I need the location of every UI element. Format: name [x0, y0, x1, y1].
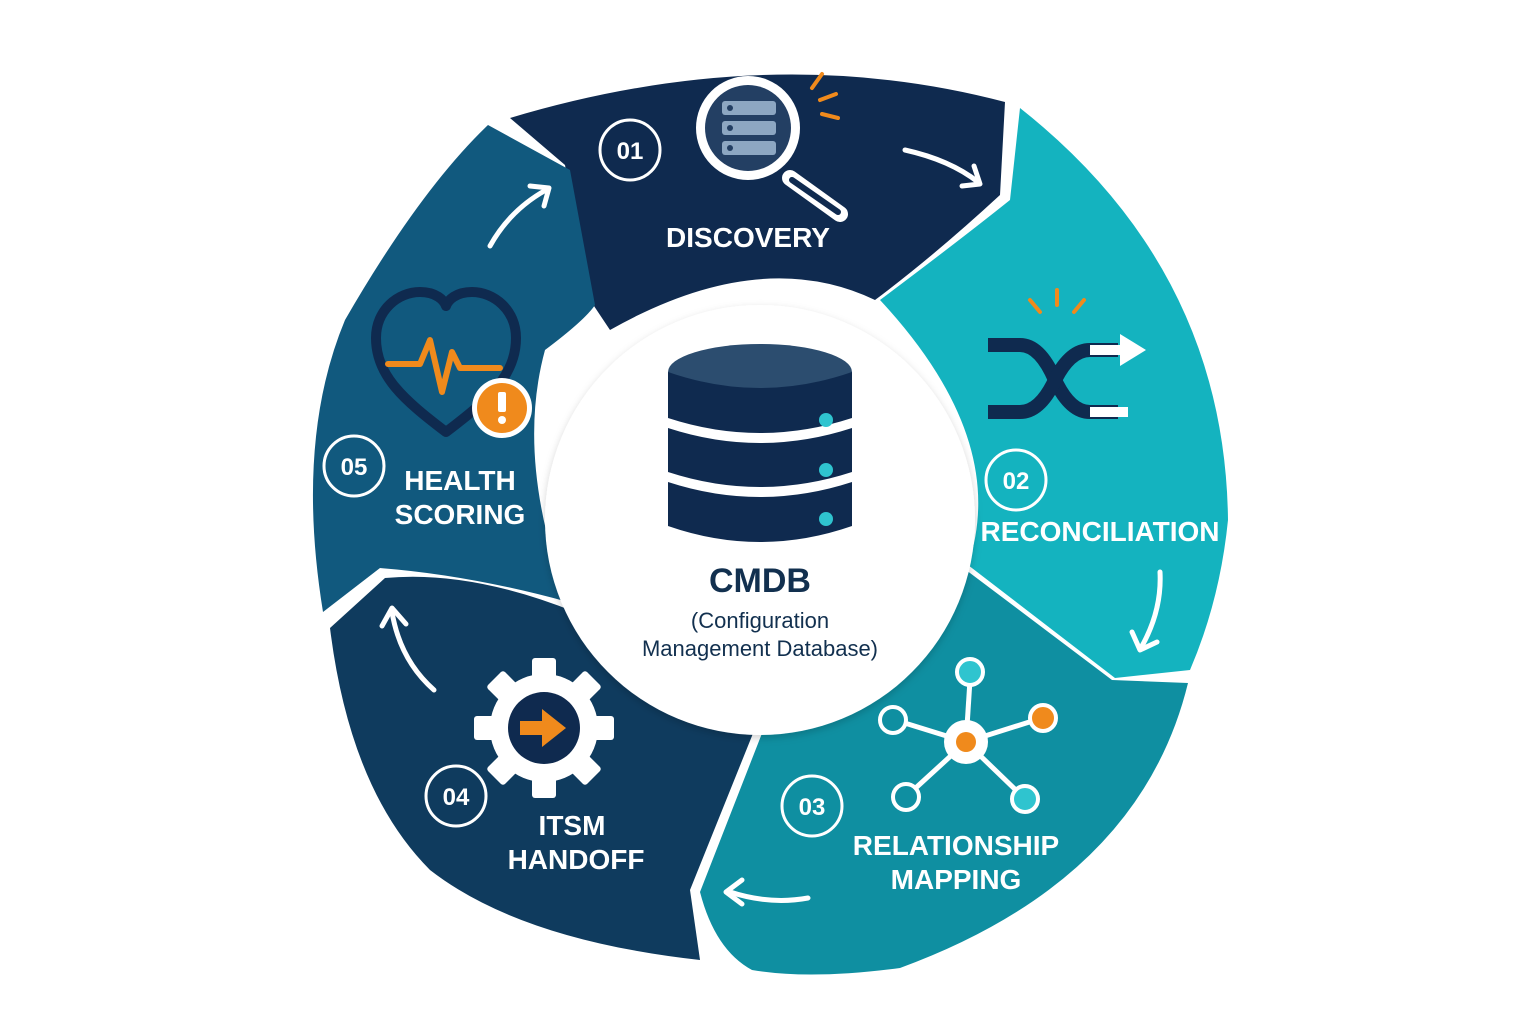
arrow-scoring-to-discovery	[487, 183, 552, 249]
center-subtitle-line1: (Configuration	[691, 608, 829, 633]
heart-pulse-alert-icon	[371, 287, 532, 438]
step-label-line: ITSM	[539, 810, 606, 841]
segment-discovery	[510, 74, 1005, 330]
segment-relationship-mapping	[700, 570, 1188, 975]
step-label-line: SCORING	[395, 499, 526, 530]
step-number-badge	[780, 774, 844, 838]
step-label-line: RELATIONSHIP	[853, 830, 1059, 861]
shuffle-merge-icon	[988, 288, 1146, 419]
segment-health-scoring	[312, 125, 595, 612]
magnifier-server-icon	[696, 72, 848, 222]
step-number-badge	[598, 118, 662, 182]
step-number-badge	[322, 434, 386, 498]
database-server-icon	[668, 344, 852, 542]
arrow-discovery-to-reconciliation	[902, 147, 983, 189]
arrow-reconciliation-to-mapping	[1129, 569, 1163, 653]
center-subtitle-line2: Management Database)	[642, 636, 878, 661]
step-label-line: DISCOVERY	[666, 222, 830, 253]
flow-arrows	[379, 147, 1163, 907]
step-number-badge	[984, 448, 1048, 512]
step-label-line: MAPPING	[891, 864, 1022, 895]
center-title: CMDB	[709, 562, 811, 600]
network-nodes-icon	[878, 657, 1058, 814]
step-itsm-handoff: 04 ITSM HANDOFF	[424, 658, 645, 875]
step-health-scoring: 05 HEALTH SCORING	[322, 287, 532, 530]
step-number-badge	[424, 764, 488, 828]
step-discovery: 01 DISCOVERY	[598, 72, 848, 253]
step-label-line: HANDOFF	[508, 844, 645, 875]
arrow-handoff-to-scoring	[379, 605, 437, 693]
arrow-mapping-to-handoff	[723, 877, 811, 907]
step-relationship-mapping: 03 RELATIONSHIP MAPPING	[780, 657, 1059, 895]
step-label-line: HEALTH	[404, 465, 515, 496]
step-number: 05	[341, 454, 368, 481]
step-number: 04	[443, 784, 470, 811]
gear-arrow-icon	[474, 658, 614, 798]
step-number: 03	[799, 794, 826, 821]
step-number: 01	[617, 138, 644, 165]
step-label-line: RECONCILIATION	[980, 516, 1219, 547]
step-number: 02	[1003, 468, 1030, 495]
step-reconciliation: 02 RECONCILIATION	[980, 288, 1220, 547]
